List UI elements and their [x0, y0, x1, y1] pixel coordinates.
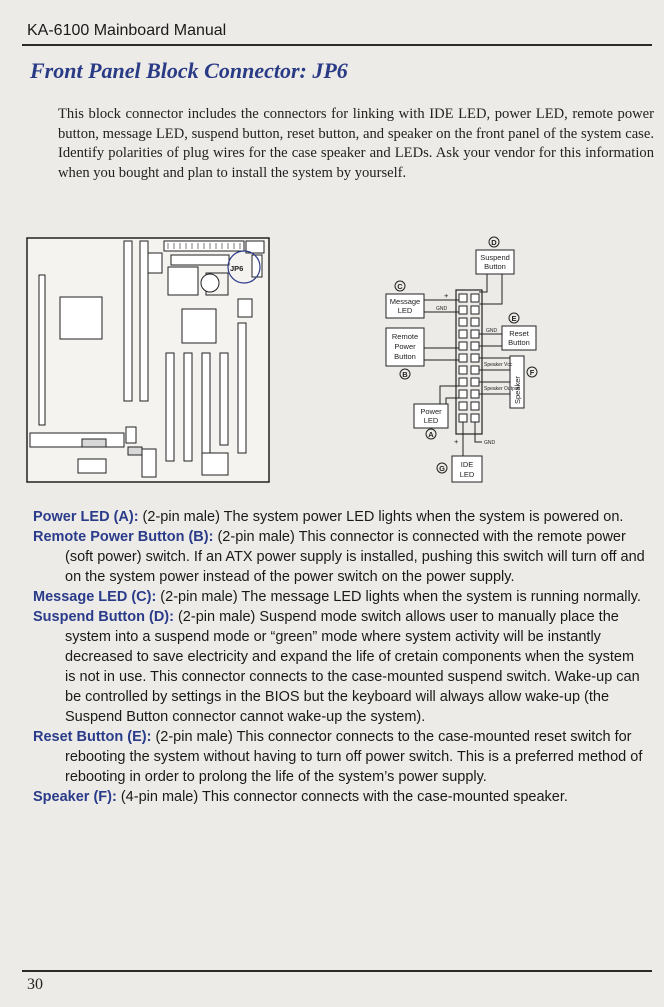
- def-text: (4-pin male) This connector connects wit…: [116, 789, 568, 805]
- power-led-label-2: LED: [424, 416, 439, 425]
- reset-label-1: Reset: [509, 329, 530, 338]
- ide-gnd: GND: [484, 440, 496, 446]
- def-power-led: Power LED (A): (2-pin male) The system p…: [33, 507, 648, 527]
- def-text: (2-pin male) The system power LED lights…: [138, 509, 624, 525]
- jp6-connector-diagram: D Suspend Button C Message LED + GND E R…: [385, 236, 538, 483]
- def-text: (2-pin male) This connector is connected…: [65, 529, 645, 585]
- page-number: 30: [27, 976, 43, 993]
- reset-label-2: Button: [508, 338, 530, 347]
- remote-letter: B: [402, 370, 408, 379]
- def-term: Suspend Button (D):: [33, 609, 174, 625]
- reset-letter: E: [511, 314, 516, 323]
- intro-paragraph: This block connector includes the connec…: [58, 106, 654, 181]
- remote-label-1: Remote: [392, 332, 418, 341]
- speaker-output: Speaker Output: [484, 386, 520, 392]
- def-term: Speaker (F):: [33, 789, 117, 805]
- message-letter: C: [397, 282, 403, 291]
- message-label-1: Message: [390, 297, 420, 306]
- def-term: Message LED (C):: [33, 589, 157, 605]
- message-plus: +: [444, 291, 449, 300]
- ide-plus: +: [454, 437, 459, 446]
- connector-definitions: Power LED (A): (2-pin male) The system p…: [33, 507, 648, 807]
- suspend-label-2: Button: [484, 262, 506, 271]
- remote-label-2: Power: [394, 342, 416, 351]
- def-text: (2-pin male) The message LED lights when…: [156, 589, 641, 605]
- power-led-label-1: Power: [420, 407, 442, 416]
- message-label-2: LED: [398, 306, 413, 315]
- jp6-label: JP6: [230, 264, 243, 273]
- def-message-led: Message LED (C): (2-pin male) The messag…: [33, 587, 648, 607]
- mainboard-diagram: JP6: [26, 237, 270, 483]
- speaker-label: Speaker: [513, 376, 522, 404]
- remote-label-3: Button: [394, 352, 416, 361]
- power-led-letter: A: [428, 430, 434, 439]
- ide-led-label-2: LED: [460, 470, 475, 479]
- def-term: Power LED (A):: [33, 509, 139, 525]
- footer-rule: [22, 970, 652, 972]
- ide-led-label-1: IDE: [461, 460, 474, 469]
- def-reset-button: Reset Button (E): (2-pin male) This conn…: [33, 727, 648, 787]
- message-gnd: GND: [436, 306, 448, 312]
- suspend-label-1: Suspend: [480, 253, 510, 262]
- header-rule: [22, 44, 652, 46]
- def-speaker: Speaker (F): (4-pin male) This connector…: [33, 787, 648, 807]
- def-suspend-button: Suspend Button (D): (2-pin male) Suspend…: [33, 607, 648, 727]
- manual-header: KA-6100 Mainboard Manual: [27, 22, 227, 39]
- suspend-letter: D: [491, 238, 497, 247]
- speaker-vcc: Speaker Vcc: [484, 362, 513, 368]
- reset-gnd: GND: [486, 328, 498, 334]
- def-text: (2-pin male) Suspend mode switch allows …: [65, 609, 640, 725]
- ide-led-letter: G: [439, 464, 445, 473]
- section-title: Front Panel Block Connector: JP6: [30, 58, 348, 83]
- def-remote-power-button: Remote Power Button (B): (2-pin male) Th…: [33, 527, 648, 587]
- def-term: Remote Power Button (B):: [33, 529, 214, 545]
- speaker-letter: F: [530, 368, 535, 377]
- def-text: (2-pin male) This connector connects to …: [65, 729, 643, 785]
- def-term: Reset Button (E):: [33, 729, 152, 745]
